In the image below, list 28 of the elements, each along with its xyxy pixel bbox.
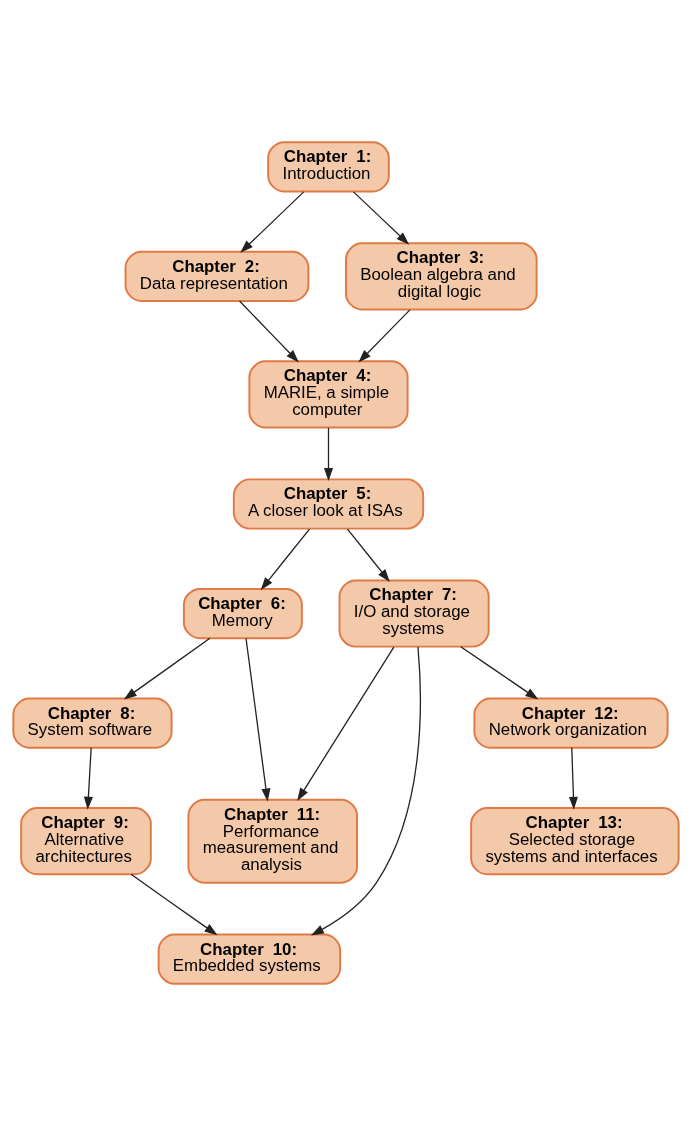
node-box: Chapter 11: Performance measurement and analysis <box>187 798 358 884</box>
node-box: Chapter 6: Memory <box>182 587 303 640</box>
node-box: Chapter 13: Selected storage systems and interfaces <box>470 807 680 876</box>
arrow <box>323 427 334 482</box>
node-box: Chapter 8: System software <box>12 697 173 749</box>
arrow <box>245 637 271 802</box>
arrow <box>238 300 299 363</box>
node-box: Chapter 2: Data representation <box>124 250 310 303</box>
arrow <box>240 191 305 253</box>
arrow <box>352 191 410 245</box>
arrow <box>346 528 390 582</box>
arrow <box>260 528 311 591</box>
node-box: Chapter 9: Alternative architectures <box>20 807 152 876</box>
node-box: Chapter 10: Embedded systems <box>157 933 342 985</box>
arrow <box>310 646 421 936</box>
node-box: Chapter 1: Introduction <box>267 141 390 193</box>
arrow <box>130 873 218 936</box>
node-box: Chapter 4: MARIE, a simple computer <box>248 360 409 429</box>
arrow <box>460 646 539 700</box>
node-box: Chapter 3: Boolean algebra and digital logic <box>345 242 538 311</box>
arrow <box>83 747 93 810</box>
node-box: Chapter 7: I/O and storage systems <box>338 579 490 648</box>
node-box: Chapter 12: Network organization <box>473 697 669 749</box>
arrow <box>358 309 411 363</box>
arrow <box>123 637 211 700</box>
arrow <box>297 646 395 801</box>
node-box: Chapter 5: A closer look at ISAs <box>232 478 425 530</box>
arrow <box>568 747 578 810</box>
